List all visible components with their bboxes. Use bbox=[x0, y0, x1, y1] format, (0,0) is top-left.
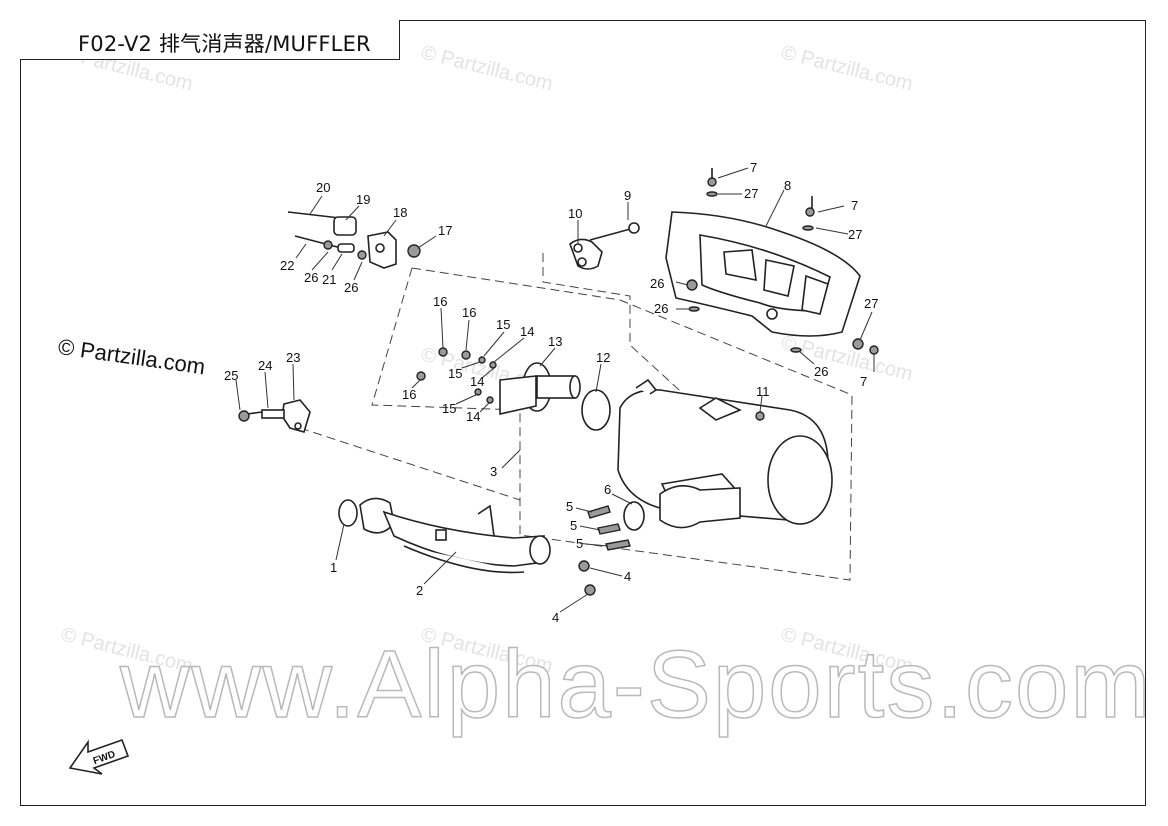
callout-26: 26 bbox=[814, 364, 828, 379]
callout-24: 24 bbox=[258, 358, 272, 373]
callout-11: 11 bbox=[756, 384, 770, 399]
heat-shield bbox=[665, 168, 879, 355]
pipe-gasket bbox=[623, 501, 645, 531]
callout-14: 14 bbox=[470, 374, 484, 389]
callout-16: 16 bbox=[462, 305, 476, 320]
title-box: F02-V2 排气消声器/MUFFLER bbox=[20, 20, 400, 60]
callout-12: 12 bbox=[596, 350, 610, 365]
diagram-frame bbox=[20, 20, 1146, 806]
callout-16: 16 bbox=[402, 387, 416, 402]
guide-line bbox=[542, 253, 691, 401]
callout-7: 7 bbox=[851, 198, 858, 213]
page-title: F02-V2 排气消声器/MUFFLER bbox=[78, 32, 371, 56]
alpha-sports-watermark: www.Alpha-Sports.com bbox=[119, 630, 1153, 739]
callout-5: 5 bbox=[566, 499, 573, 514]
callout-4: 4 bbox=[624, 569, 631, 584]
callout-23: 23 bbox=[286, 350, 300, 365]
gasket bbox=[581, 389, 611, 431]
callout-16: 16 bbox=[433, 294, 447, 309]
callout-25: 25 bbox=[224, 368, 238, 383]
head-pipe bbox=[338, 485, 741, 596]
clamp-bracket bbox=[569, 222, 640, 270]
callout-20: 20 bbox=[316, 180, 330, 195]
spark-arrestor bbox=[499, 362, 581, 415]
callout-2: 2 bbox=[416, 583, 423, 598]
callout-27: 27 bbox=[744, 186, 758, 201]
side-bracket bbox=[238, 399, 311, 433]
callout-26: 26 bbox=[304, 270, 318, 285]
callout-9: 9 bbox=[624, 188, 631, 203]
callout-14: 14 bbox=[520, 324, 534, 339]
callout-27: 27 bbox=[848, 227, 862, 242]
callout-6: 6 bbox=[604, 482, 611, 497]
fwd-arrow-icon: FWD bbox=[68, 738, 130, 775]
callout-19: 19 bbox=[356, 192, 370, 207]
callout-27: 27 bbox=[864, 296, 878, 311]
callout-1: 1 bbox=[330, 560, 337, 575]
callout-7: 7 bbox=[750, 160, 757, 175]
callout-21: 21 bbox=[322, 272, 336, 287]
callout-18: 18 bbox=[393, 205, 407, 220]
callout-22: 22 bbox=[280, 258, 294, 273]
callout-15: 15 bbox=[496, 317, 510, 332]
callout-3: 3 bbox=[490, 464, 497, 479]
callout-4: 4 bbox=[552, 610, 559, 625]
guide-line bbox=[299, 427, 521, 501]
callout-labels: 20 19 18 17 22 26 21 26 10 9 7 27 8 7 27… bbox=[224, 160, 878, 625]
callout-15: 15 bbox=[442, 401, 456, 416]
callout-26: 26 bbox=[654, 301, 668, 316]
callout-14: 14 bbox=[466, 409, 480, 424]
bracket-bolt-set bbox=[287, 211, 421, 269]
callout-8: 8 bbox=[784, 178, 791, 193]
watermark: © Partzilla.com bbox=[779, 42, 915, 96]
nut bbox=[407, 244, 421, 258]
assembly-outline bbox=[371, 267, 853, 581]
rubber-bushing bbox=[333, 216, 357, 236]
pipe-gasket bbox=[338, 499, 358, 527]
callout-10: 10 bbox=[568, 206, 582, 221]
callout-7: 7 bbox=[860, 374, 867, 389]
callout-13: 13 bbox=[548, 334, 562, 349]
callout-26: 26 bbox=[650, 276, 664, 291]
watermark: © Partzilla.com bbox=[779, 332, 915, 386]
callout-5: 5 bbox=[570, 518, 577, 533]
callout-5: 5 bbox=[576, 536, 583, 551]
callout-26: 26 bbox=[344, 280, 358, 295]
watermark: © Partzilla.com bbox=[419, 42, 555, 96]
callout-15: 15 bbox=[448, 366, 462, 381]
callout-17: 17 bbox=[438, 223, 452, 238]
leader-lines bbox=[235, 167, 875, 613]
